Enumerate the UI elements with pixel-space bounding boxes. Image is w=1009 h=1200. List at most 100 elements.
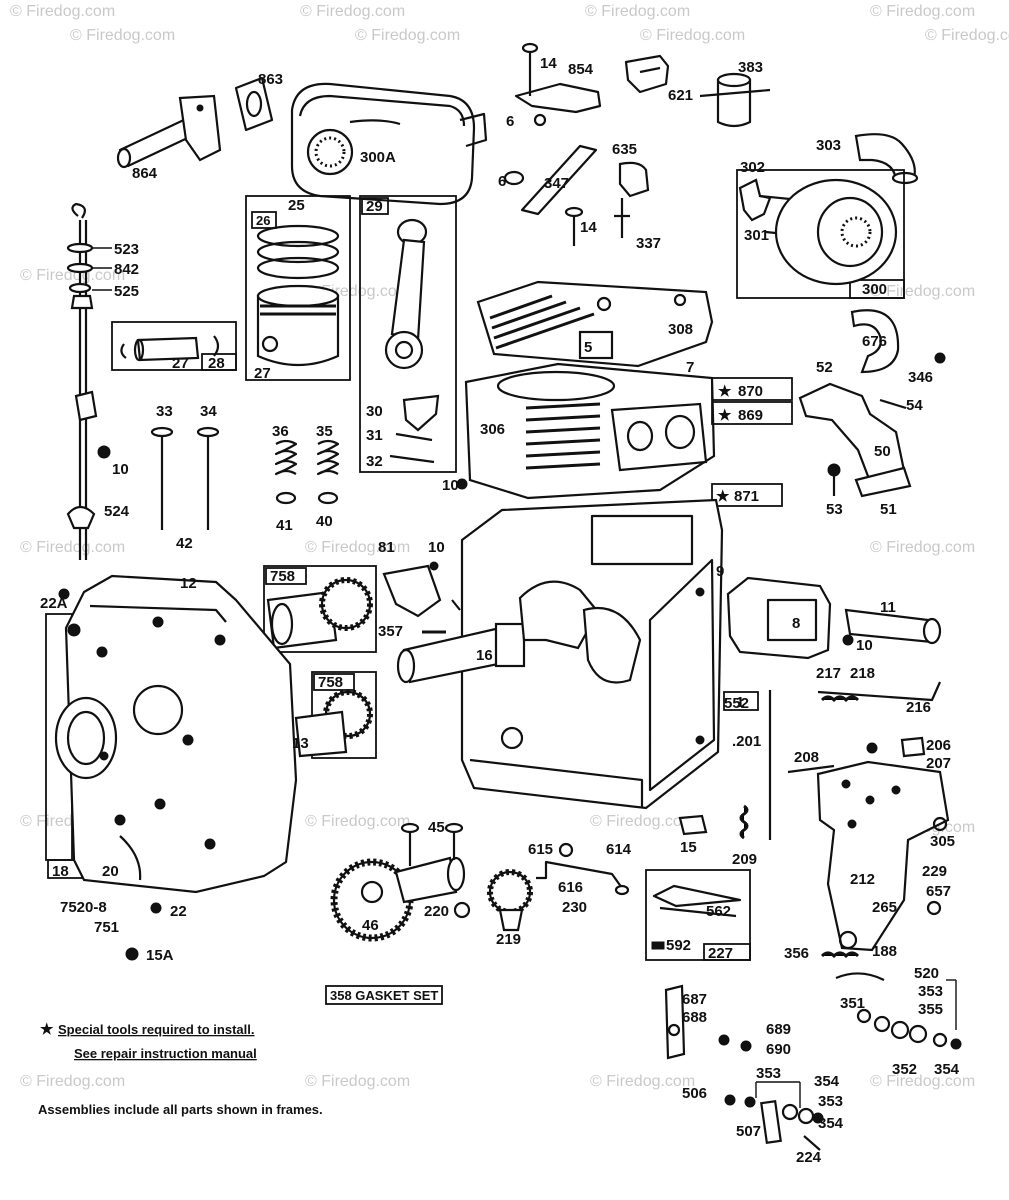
part-657-screw: [926, 900, 942, 916]
watermark-text: © Firedog.com: [20, 539, 125, 556]
part-label: 525: [114, 283, 139, 300]
watermark-text: © Firedog.com: [870, 283, 975, 300]
watermark-text: © Firedog.com: [305, 539, 410, 556]
repair-manual-note: See repair instruction manual: [74, 1046, 257, 1061]
part-label: 6: [498, 173, 506, 190]
part-label: 615: [528, 841, 553, 858]
watermark-text: © Firedog.com: [305, 813, 410, 830]
part-690-nut: [740, 1040, 752, 1052]
part-label: 688: [682, 1009, 707, 1026]
part-label: 354: [818, 1115, 844, 1132]
star-icon: ★: [718, 407, 732, 424]
part-label: 689: [766, 1021, 791, 1038]
watermark-text: © Firedog.com: [870, 3, 975, 20]
part-758-gear-assembly-lower: [294, 689, 373, 758]
part-label: 41: [276, 517, 293, 534]
part-label: 1: [736, 694, 744, 711]
part-10-screw: [97, 445, 111, 459]
part-616-governor-shaft: [536, 842, 630, 896]
part-label: 524: [104, 503, 130, 520]
part-206-screw: [866, 742, 878, 754]
frame-label-box-758: [313, 673, 355, 691]
part-label: 355: [918, 1001, 943, 1018]
part-50-intake-elbow: [798, 382, 912, 498]
part-label: 29: [366, 198, 383, 215]
part-label: 33: [156, 403, 173, 420]
part-label: 16: [476, 647, 493, 664]
part-label: 36: [272, 423, 289, 440]
frame-870: [711, 377, 793, 401]
part-label: 220: [424, 903, 449, 920]
part-label: 50: [874, 443, 891, 460]
part-label: 81: [378, 539, 395, 556]
part-label: 35: [316, 423, 333, 440]
part-label: 45: [428, 819, 445, 836]
part-label: 676: [862, 333, 887, 350]
part-label: 621: [668, 87, 693, 104]
part-81-governor-bracket: [382, 561, 461, 618]
part-687-lever: [664, 984, 686, 1060]
part-label: 353: [918, 983, 943, 1000]
part-15A-plug: [125, 947, 139, 961]
watermark-text: © Firedog.com: [70, 27, 175, 44]
part-label: 11: [880, 599, 896, 616]
part-label: 306: [480, 421, 505, 438]
part-label: 229: [922, 863, 947, 880]
part-label: 206: [926, 737, 951, 754]
part-label: 616: [558, 879, 583, 896]
part-label: 52: [816, 359, 833, 376]
part-621-clip: [624, 54, 670, 94]
frame-871: [711, 483, 783, 507]
part-219-governor-gear: [487, 869, 533, 932]
watermark-text: © Firedog.com: [20, 267, 125, 284]
part-300-air-cleaner: [738, 178, 898, 286]
part-label: 8: [792, 615, 800, 632]
part-label: 209: [732, 851, 757, 868]
part-label: 15A: [146, 947, 174, 964]
frame-227: [645, 869, 751, 961]
watermark-text: © Firedog.com: [20, 1073, 125, 1090]
part-label: 10: [856, 637, 873, 654]
part-label: 20: [102, 863, 119, 880]
gasket-set-label: 358 GASKET SET: [330, 988, 438, 1003]
frame-552: [723, 691, 759, 711]
part-216-linkage: [768, 681, 942, 840]
part-label: 690: [766, 1041, 791, 1058]
part-208-link: [787, 764, 835, 774]
part-592-clip: [651, 941, 665, 950]
part-label: 300: [862, 281, 887, 298]
part-label: 758: [318, 674, 343, 691]
part-label: 552: [724, 695, 749, 712]
part-label: 218: [850, 665, 875, 682]
part-label: .201: [732, 733, 761, 750]
part-25-piston: [256, 224, 340, 367]
part-346-screw: [934, 352, 946, 364]
gasket-set-box: [325, 985, 443, 1005]
part-label: 212: [850, 871, 875, 888]
watermark-text: © Firedog.com: [305, 1073, 410, 1090]
frame-label-box-26: [251, 211, 277, 229]
part-212-control-bracket: [816, 760, 950, 952]
part-863-gasket: [234, 76, 274, 132]
part-label: 854: [568, 61, 594, 78]
part-label: 230: [562, 899, 587, 916]
part-label: 54: [906, 397, 923, 414]
part-label: 27: [172, 355, 189, 372]
part-label: 506: [682, 1085, 707, 1102]
part-label: 22A: [40, 595, 68, 612]
part-label: 32: [366, 453, 383, 470]
part-label: 635: [612, 141, 637, 158]
part-label: 207: [926, 755, 951, 772]
part-label: 30: [366, 403, 383, 420]
part-8-intake-manifold: [726, 576, 942, 660]
part-53-bolt: [827, 463, 841, 477]
part-label: 40: [316, 513, 333, 530]
part-label: 51: [880, 501, 897, 518]
part-16-crankshaft: [396, 580, 642, 684]
part-label: 354: [934, 1061, 960, 1078]
frame-label-box-300: [849, 279, 905, 299]
part-label: 864: [132, 165, 158, 182]
star-icon: ★: [718, 383, 732, 400]
part-label: 507: [736, 1123, 761, 1140]
